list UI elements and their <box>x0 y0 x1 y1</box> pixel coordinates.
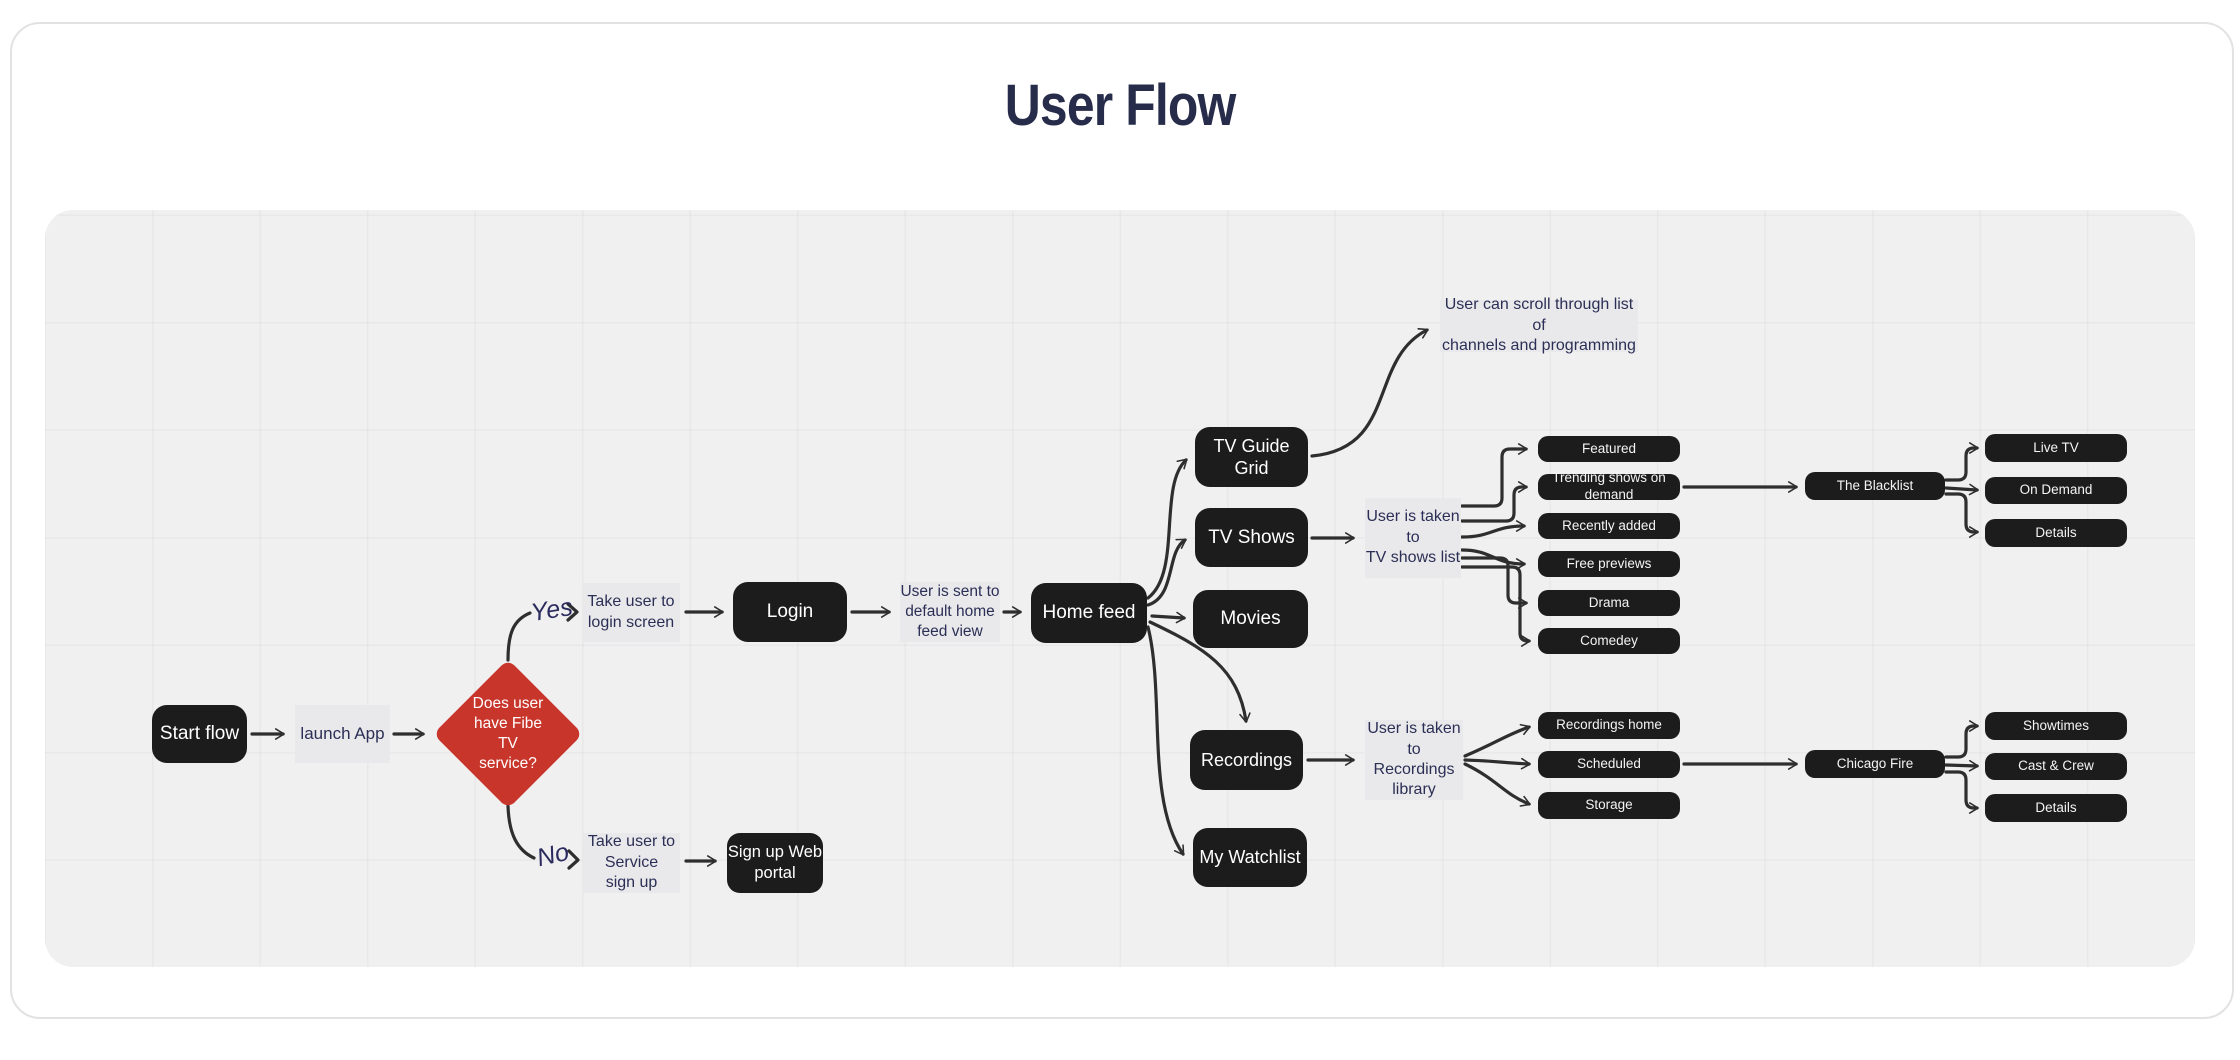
note-service-signup[interactable]: Take user to Service sign up <box>583 833 680 893</box>
node-recordings-home[interactable]: Recordings home <box>1538 712 1680 739</box>
node-trending-shows[interactable]: Trending shows on demand <box>1538 470 1680 502</box>
node-recently-added[interactable]: Recently added <box>1538 513 1680 539</box>
note-recordings-library[interactable]: User is taken to Recordings library <box>1365 720 1463 800</box>
node-comedey[interactable]: Comedey <box>1538 628 1680 654</box>
node-movies[interactable]: Movies <box>1193 590 1308 648</box>
note-tv-shows-list[interactable]: User is taken to TV shows list <box>1365 498 1461 578</box>
node-the-blacklist[interactable]: The Blacklist <box>1805 472 1945 500</box>
node-live-tv[interactable]: Live TV <box>1985 434 2127 462</box>
node-my-watchlist[interactable]: My Watchlist <box>1193 828 1307 887</box>
decision-diamond[interactable]: Does user have Fibe TV service? <box>433 659 583 809</box>
note-take-user-login[interactable]: Take user to login screen <box>582 583 680 642</box>
note-launch-app[interactable]: launch App <box>295 705 390 763</box>
node-free-previews[interactable]: Free previews <box>1538 551 1680 577</box>
page-title: User Flow <box>0 72 2240 139</box>
node-drama[interactable]: Drama <box>1538 590 1680 616</box>
node-details-blacklist[interactable]: Details <box>1985 519 2127 547</box>
node-on-demand[interactable]: On Demand <box>1985 477 2127 504</box>
node-start-flow[interactable]: Start flow <box>152 705 247 763</box>
node-signup-web-portal[interactable]: Sign up Web portal <box>727 833 823 893</box>
note-home-feed-view[interactable]: User is sent to default home feed view <box>900 582 1000 642</box>
node-tv-shows[interactable]: TV Shows <box>1195 508 1308 567</box>
node-home-feed[interactable]: Home feed <box>1031 583 1147 643</box>
node-featured[interactable]: Featured <box>1538 436 1680 462</box>
node-details-chicago[interactable]: Details <box>1985 794 2127 822</box>
node-recordings[interactable]: Recordings <box>1190 730 1303 790</box>
node-showtimes[interactable]: Showtimes <box>1985 712 2127 740</box>
note-scroll-channels[interactable]: User can scroll through list of channels… <box>1440 296 1638 354</box>
page-title-text: User Flow <box>1004 73 1236 138</box>
node-login[interactable]: Login <box>733 582 847 642</box>
node-storage[interactable]: Storage <box>1538 792 1680 819</box>
node-chicago-fire[interactable]: Chicago Fire <box>1805 750 1945 778</box>
node-tv-guide-grid[interactable]: TV Guide Grid <box>1195 427 1308 487</box>
node-cast-crew[interactable]: Cast & Crew <box>1985 753 2127 780</box>
diamond-label: Does user have Fibe TV service? <box>472 694 544 773</box>
node-scheduled[interactable]: Scheduled <box>1538 751 1680 778</box>
